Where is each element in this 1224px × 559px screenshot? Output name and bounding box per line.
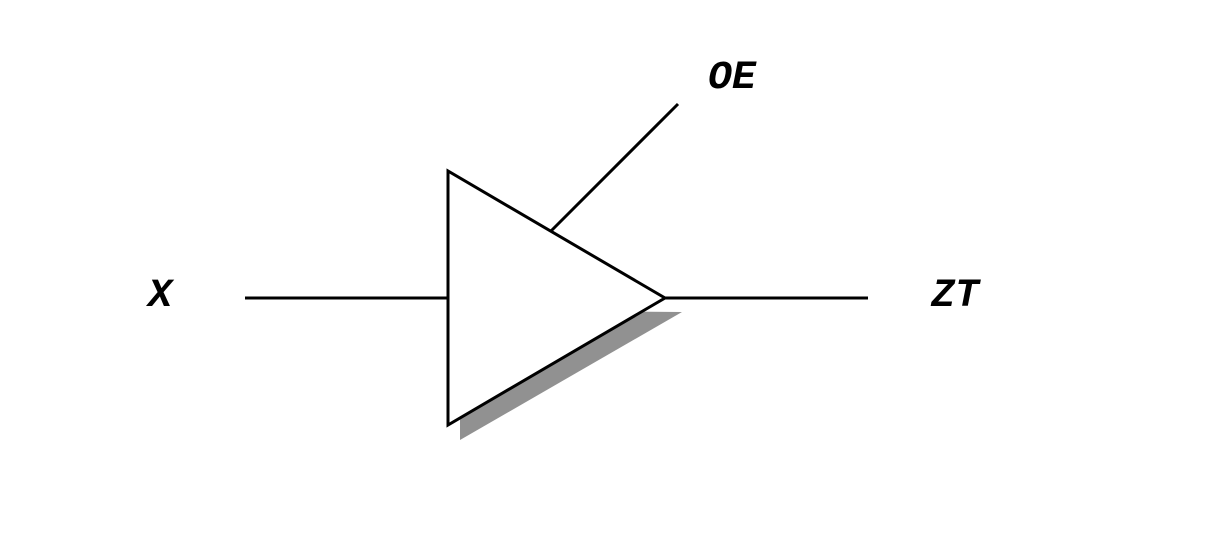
buffer-triangle <box>446 168 668 428</box>
input-pin-label: X <box>145 274 175 319</box>
output-pin-label: ZT <box>930 274 981 319</box>
enable-pin-label: OE <box>708 56 757 101</box>
enable-wire <box>549 102 680 233</box>
